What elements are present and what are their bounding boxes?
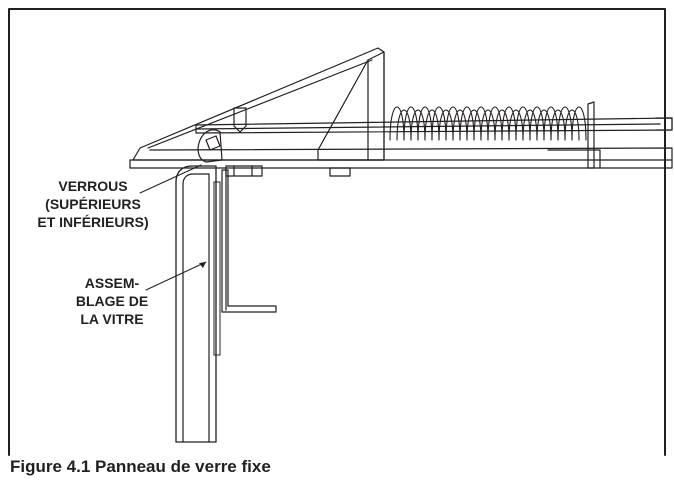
verrous-label: VERROUS (SUPÉRIEURS ET INFÉRIEURS) (28, 177, 158, 231)
verrous-line-2: (SUPÉRIEURS (45, 196, 141, 212)
l-bracket (221, 169, 277, 313)
assemblage-line-3: LA VITRE (80, 311, 144, 327)
arrow-assemblage-head (199, 262, 206, 268)
rail-mid-line (195, 123, 661, 130)
spring-coil (389, 106, 587, 141)
glass-pane (213, 181, 221, 356)
leader-assemblage (145, 261, 207, 291)
glass-frame-inner (182, 173, 210, 443)
fastener-right (329, 167, 351, 177)
latch-body (197, 129, 223, 163)
figure-frame (8, 8, 666, 456)
leader-verrous (139, 164, 202, 194)
verrous-line-1: VERROUS (58, 178, 128, 194)
rail-end-block (655, 117, 673, 131)
assemblage-line-2: BLAGE DE (75, 293, 149, 309)
base-plate (149, 147, 673, 161)
hood-inner-line (147, 59, 373, 149)
figure-caption: Figure 4.1 Panneau de verre fixe (10, 457, 271, 476)
spring-rod (587, 101, 595, 169)
lower-rail (129, 159, 673, 169)
assemblage-line-1: ASSEM- (84, 275, 140, 291)
glass-frame-outer (175, 165, 217, 443)
verrous-line-3: ET INFÉRIEURS) (37, 214, 149, 230)
upper-rail (195, 117, 673, 134)
latch-tongue (205, 135, 221, 151)
assemblage-label: ASSEM- BLAGE DE LA VITRE (70, 274, 154, 328)
rod-bracket (547, 149, 601, 169)
hood-tab (233, 107, 247, 133)
gusset-plate (317, 51, 385, 161)
